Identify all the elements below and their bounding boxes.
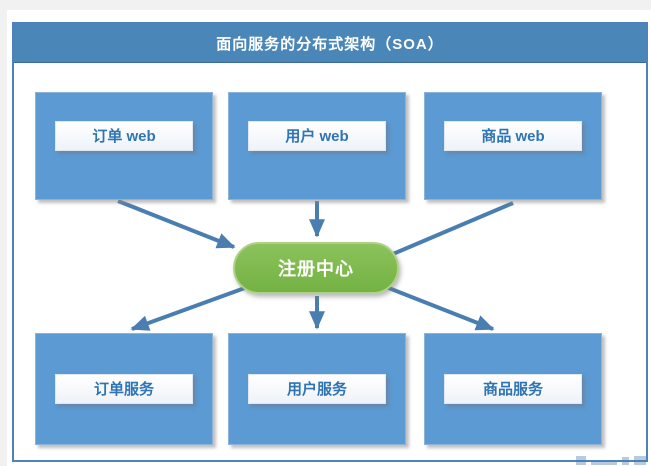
node-user-web-label: 用户 web: [248, 121, 386, 151]
title-bar: 面向服务的分布式架构（SOA）: [14, 24, 646, 63]
node-product-web-label: 商品 web: [444, 121, 582, 151]
node-registry-center: 注册中心: [233, 242, 399, 294]
node-order-web: 订单 web: [35, 92, 213, 200]
node-product-service-label: 商品服务: [444, 374, 582, 404]
node-order-service: 订单服务: [35, 333, 213, 445]
node-order-service-label: 订单服务: [55, 374, 193, 404]
node-registry-center-label: 注册中心: [278, 259, 354, 279]
node-user-web: 用户 web: [228, 92, 406, 200]
node-product-service: 商品服务: [424, 333, 602, 445]
node-product-web: 商品 web: [424, 92, 602, 200]
node-user-service-label: 用户服务: [248, 374, 386, 404]
node-order-web-label: 订单 web: [55, 121, 193, 151]
node-user-service: 用户服务: [228, 333, 406, 445]
watermark-remnant: [576, 453, 651, 465]
diagram-title: 面向服务的分布式架构（SOA）: [216, 35, 444, 53]
